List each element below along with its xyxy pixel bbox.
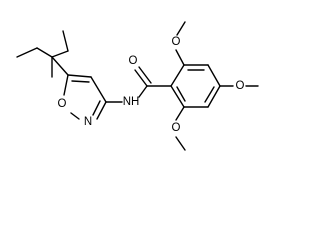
- bond-ring-o-bottom: [175, 106, 185, 121]
- bond-ring-6-1: [170, 85, 185, 108]
- isoxazole-ring: [63, 74, 107, 120]
- benzene-ring: [170, 64, 221, 108]
- bond-nh-carbonyl: [138, 85, 148, 98]
- atom-label-methoxy-oxygen-top: O: [172, 36, 181, 48]
- bond-n2-c3-double: [92, 100, 101, 116]
- bond-quaternary-up: [51, 50, 69, 58]
- bond-quaternary-left: [36, 47, 53, 58]
- bond-ring-3-4: [207, 64, 221, 87]
- bond-c4-c5: [67, 74, 92, 78]
- atom-label-ring-oxygen: O: [58, 98, 67, 110]
- alkyl-group: [16, 30, 69, 78]
- bond-c5-o1: [63, 74, 69, 96]
- atom-label-methoxy-oxygen-right: O: [236, 80, 245, 92]
- bond-ethyl-top-left: [16, 47, 38, 58]
- bond-ethyl-top-right: [62, 30, 69, 52]
- bond-o-methyl-bottom: [175, 136, 186, 151]
- atom-label-ring-nitrogen: N: [84, 116, 92, 128]
- atom-label-carbonyl-oxygen: O: [129, 55, 138, 67]
- chemical-structure: O N NH O O O O: [16, 21, 259, 151]
- bond-carbonyl-o-2: [138, 66, 152, 84]
- bond-carbonyl-o-1: [134, 69, 148, 87]
- bond-c4-c5-double: [71, 80, 90, 83]
- bond-o1-n2: [70, 112, 80, 120]
- bond-ring-4-5: [207, 85, 221, 108]
- atom-label-methoxy-oxygen-bottom: O: [172, 122, 181, 134]
- amide-linkage: [105, 66, 172, 103]
- atom-label-amide-nh: NH: [123, 96, 140, 108]
- bond-n2-c3: [96, 101, 107, 120]
- bond-quaternary-ring: [51, 56, 69, 76]
- bond-o-methyl-top: [176, 21, 186, 36]
- bond-ring-inner-c: [176, 86, 186, 102]
- bond-ring-o-top: [175, 49, 185, 66]
- bond-ring-inner-b: [204, 86, 215, 103]
- methoxy-groups: [175, 21, 259, 151]
- bond-ring-1-2: [170, 64, 185, 87]
- bond-c3-c4: [90, 76, 107, 103]
